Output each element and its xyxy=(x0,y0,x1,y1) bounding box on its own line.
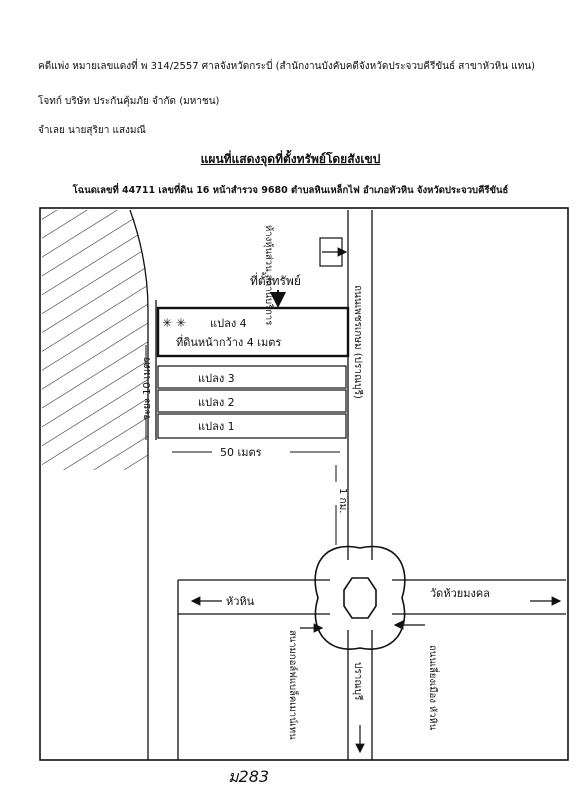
deed-line: โฉนดเลขที่ 44711 เลขที่ดิน 16 หน้าสำรวจ … xyxy=(72,185,509,196)
plaintiff-line: โจทก์ บริษัท ประกันคุ้มภัย จำกัด (มหาชน) xyxy=(38,96,220,107)
plot-1-label: แปลง 1 xyxy=(198,420,235,433)
road-width-label: ระยะ 10 เมตร xyxy=(142,356,153,420)
defendant-line: จำเลย นายสุริยา แสงมณี xyxy=(38,125,146,136)
distance-50-label: 50 เมตร xyxy=(220,446,262,459)
main-road-label: ถนนเพชรเกษม (ปราณบุรี) xyxy=(352,285,364,399)
plot-1 xyxy=(157,413,347,439)
plot-3-label: แปลง 3 xyxy=(198,372,235,385)
plot-2 xyxy=(157,389,347,413)
map-title: แผนที่แสดงจุดที่ตั้งทรัพย์โดยสังเขป xyxy=(200,152,381,166)
plot-4-note: ที่ดินหน้ากว้าง 4 เมตร xyxy=(176,334,281,349)
bottom-right-label: ถนนเลี่ยงเมือง หัวหิน xyxy=(427,645,440,731)
distance-1km-label: 1 กม. xyxy=(337,488,348,513)
case-line: คดีแพ่ง หมายเลขแดงที่ พ 314/2557 ศาลจังห… xyxy=(38,61,536,72)
left-direction-label: หัวหิน xyxy=(226,595,255,608)
plot-2-label: แปลง 2 xyxy=(198,396,235,409)
plot-4-label: แปลง 4 xyxy=(210,317,247,330)
property-label: ที่ตั้งทรัพย์ xyxy=(250,272,301,288)
map-frame xyxy=(39,207,569,761)
hatched-area xyxy=(42,210,148,470)
bottom-left-label: สนามกอล์ฟแบล็คเมาน์เทน xyxy=(287,630,300,740)
signature: ม283 xyxy=(228,767,269,786)
right-direction-label: วัดห้วยมงคล xyxy=(430,587,490,600)
stars: ✳ ✳ xyxy=(162,316,186,330)
bottom-road-label: ปราณบุรี xyxy=(352,662,364,701)
plot-3 xyxy=(157,365,347,389)
top-right-label: ห้างหุ้นส่วน สถานีบริการ xyxy=(263,225,275,325)
roundabout xyxy=(314,545,406,650)
